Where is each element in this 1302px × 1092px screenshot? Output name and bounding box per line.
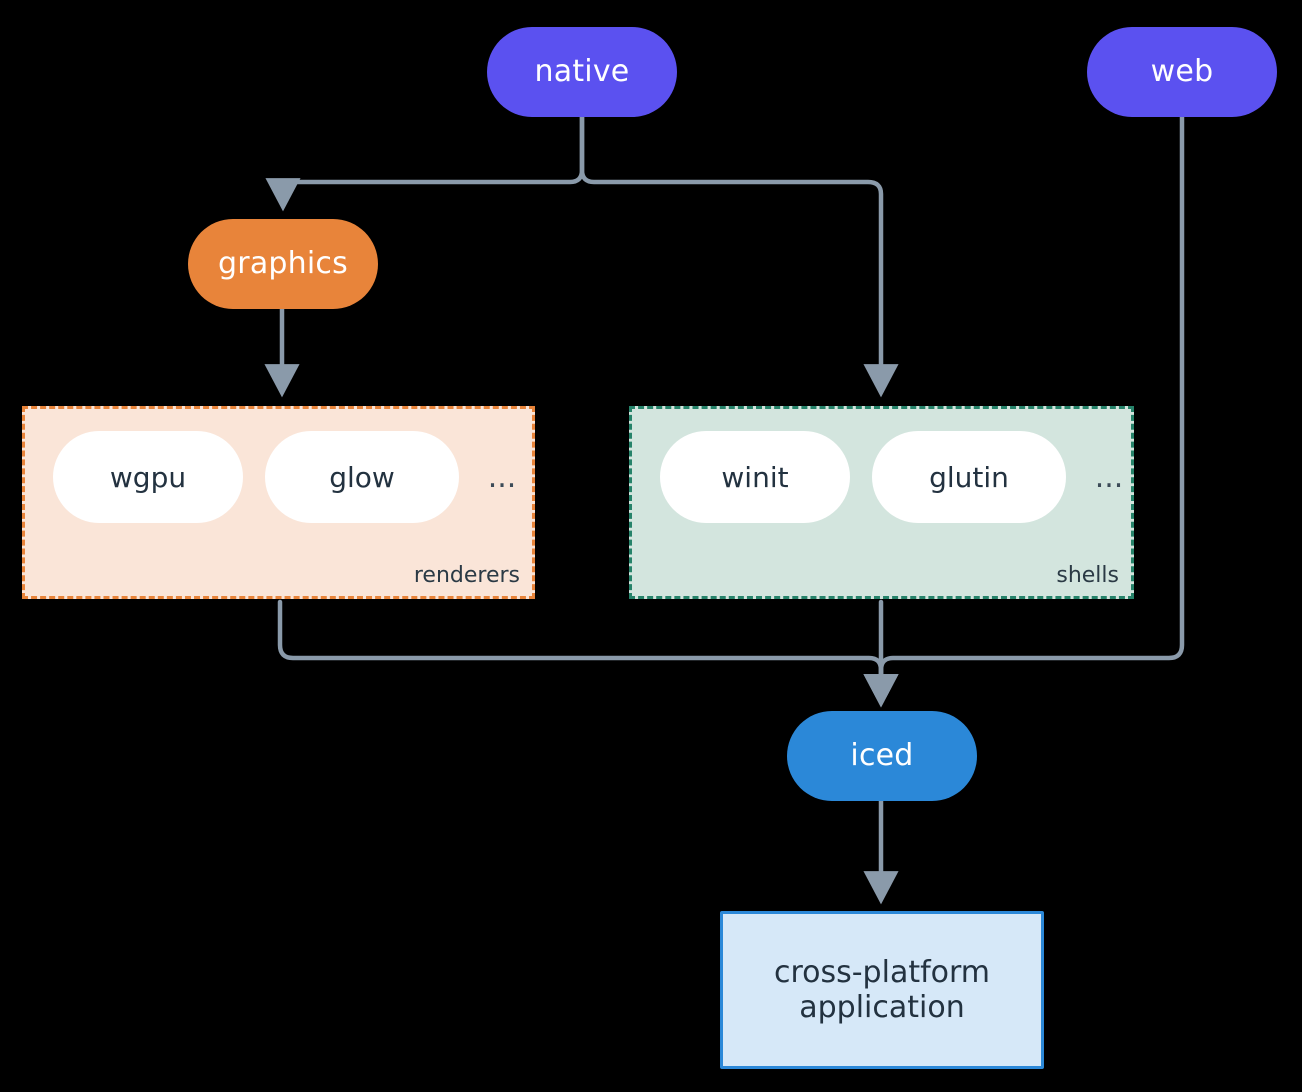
node-native-label: native [534, 54, 630, 90]
renderers-overflow-ellipsis: ... [477, 431, 527, 523]
renderers-overflow-text: ... [487, 459, 517, 495]
shells-overflow-text: ... [1094, 459, 1124, 495]
edge-renderers-iced [277, 599, 899, 708]
cluster-renderers: wgpu glow ... renderers [22, 406, 535, 599]
node-iced-label: iced [850, 738, 914, 774]
cluster-shells-label: shells [1056, 563, 1119, 588]
node-native[interactable]: native [487, 27, 677, 117]
chip-winit-label: winit [721, 460, 789, 494]
chip-glow[interactable]: glow [265, 431, 459, 523]
node-web[interactable]: web [1087, 27, 1277, 117]
node-cross-platform-application[interactable]: cross-platform application [720, 911, 1044, 1069]
cluster-shells: winit glutin ... shells [629, 406, 1134, 599]
node-graphics[interactable]: graphics [188, 219, 378, 309]
node-iced[interactable]: iced [787, 711, 977, 801]
chip-glutin[interactable]: glutin [872, 431, 1066, 523]
node-app-label-line2: application [799, 990, 965, 1025]
shells-overflow-ellipsis: ... [1084, 431, 1134, 523]
chip-glow-label: glow [329, 460, 395, 494]
cluster-renderers-label: renderers [413, 563, 520, 588]
chip-wgpu[interactable]: wgpu [53, 431, 243, 523]
chip-winit[interactable]: winit [660, 431, 850, 523]
node-web-label: web [1150, 54, 1214, 90]
node-app-label-line1: cross-platform [773, 954, 991, 990]
node-graphics-label: graphics [218, 246, 348, 282]
chip-wgpu-label: wgpu [109, 460, 187, 494]
chip-glutin-label: glutin [929, 460, 1009, 494]
